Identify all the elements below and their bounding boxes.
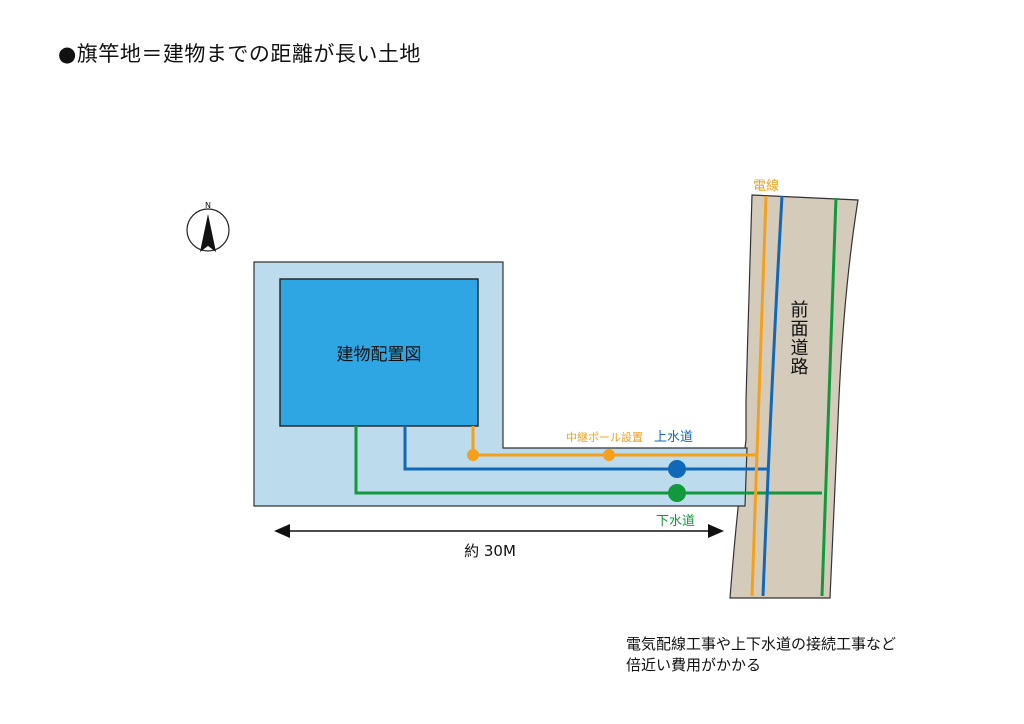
cost-note: 電気配線工事や上下水道の接続工事など 倍近い費用がかかる bbox=[626, 634, 896, 676]
sewer-line bbox=[354, 426, 822, 495]
page-title: ●旗竿地＝建物までの距離が長い土地 bbox=[58, 42, 421, 66]
relay-pole-label: 中継ポール設置 bbox=[566, 430, 643, 444]
distance-arrow bbox=[274, 524, 724, 538]
power-road-line bbox=[750, 195, 768, 597]
water-supply-road-line bbox=[761, 195, 784, 597]
cost-note-line-1: 電気配線工事や上下水道の接続工事など bbox=[626, 635, 897, 653]
north-arrow-icon bbox=[200, 214, 216, 252]
compass-label: N bbox=[205, 201, 211, 210]
relay-pole-marker bbox=[603, 449, 615, 461]
building-label: 建物配置図 bbox=[337, 345, 422, 365]
power-line-label: 電線 bbox=[753, 178, 779, 194]
distance-arrow-left-head bbox=[274, 524, 290, 538]
front-road bbox=[729, 194, 859, 599]
power-pole-marker bbox=[467, 449, 479, 461]
water-supply-label: 上水道 bbox=[654, 430, 693, 445]
distance-arrow-right-head bbox=[708, 524, 724, 538]
distance-label: 約 30M bbox=[464, 542, 516, 560]
cost-note-line-2: 倍近い費用がかかる bbox=[626, 656, 762, 674]
water-meter-marker bbox=[668, 460, 686, 478]
sewer-road-line bbox=[820, 197, 838, 597]
sewer-basin-marker bbox=[668, 484, 686, 502]
sewer-label: 下水道 bbox=[656, 514, 695, 529]
compass: N bbox=[186, 201, 230, 252]
building bbox=[279, 278, 479, 427]
water-supply-line bbox=[403, 426, 768, 471]
road-label: 前面道路 bbox=[788, 300, 809, 376]
